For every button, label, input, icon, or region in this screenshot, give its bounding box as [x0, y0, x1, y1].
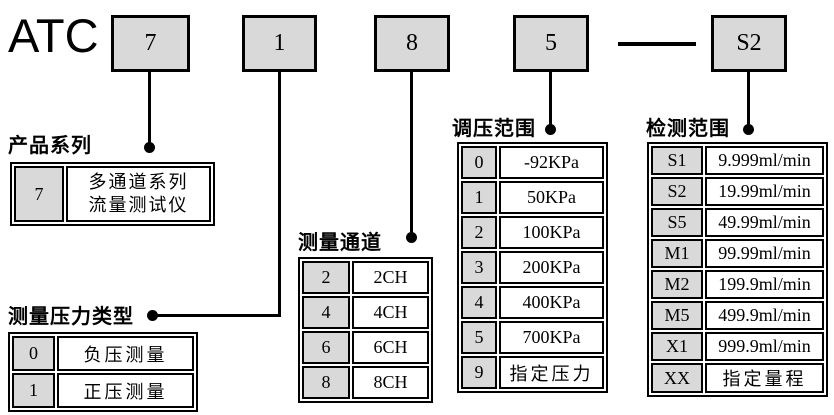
code-cell: 2	[461, 216, 497, 249]
section-title-pressure-type: 测量压力类型	[8, 306, 134, 328]
table-row: 3 200KPa	[461, 251, 604, 284]
table-row: 5 700KPa	[461, 321, 604, 354]
table-row: S2 19.99ml/min	[651, 177, 824, 206]
table-detect-range: S1 9.999ml/min S2 19.99ml/min S5 49.99ml…	[647, 142, 828, 397]
connector-dot-detect-range	[743, 124, 754, 135]
code-cell: S5	[651, 208, 703, 237]
table-row: S5 49.99ml/min	[651, 208, 824, 237]
table-row: 0 负压测量	[12, 336, 194, 371]
segment-box-pressure-type: 1	[242, 15, 317, 72]
table-pressure-type: 0 负压测量 1 正压测量	[8, 332, 198, 412]
desc-line-2: 流量测试仪	[88, 195, 189, 215]
desc-cell: 多通道系列 流量测试仪	[66, 166, 211, 222]
desc-cell: 999.9ml/min	[705, 332, 824, 361]
code-cell: 8	[302, 366, 350, 399]
code-cell: 3	[461, 251, 497, 284]
desc-cell: 700KPa	[499, 321, 604, 354]
connector-dot-pressure-type	[147, 310, 158, 321]
table-row: S1 9.999ml/min	[651, 146, 824, 175]
desc-cell: 9.999ml/min	[705, 146, 824, 175]
table-row: 7 多通道系列 流量测试仪	[14, 166, 211, 222]
segment-box-series: 7	[111, 15, 190, 72]
table-row: XX 指定量程	[651, 363, 824, 393]
section-title-detect-range: 检测范围	[646, 118, 730, 140]
code-cell: M2	[651, 270, 703, 299]
segment-box-pressure-range: 5	[513, 15, 589, 72]
segment-box-detect-range: S2	[711, 15, 787, 72]
connector-dot-pressure-range	[545, 124, 556, 135]
desc-cell: 400KPa	[499, 286, 604, 319]
code-cell: S1	[651, 146, 703, 175]
code-cell: M5	[651, 301, 703, 330]
connector-line-series	[148, 72, 151, 148]
desc-cell: 6CH	[352, 331, 429, 364]
table-row: 2 2CH	[302, 261, 429, 294]
segment-box-channels: 8	[374, 15, 450, 72]
desc-cell: 200KPa	[499, 251, 604, 284]
code-cell: S2	[651, 177, 703, 206]
desc-cell: 指定压力	[499, 356, 604, 389]
section-title-product-series: 产品系列	[8, 135, 92, 157]
desc-cell: 8CH	[352, 366, 429, 399]
code-cell: 4	[461, 286, 497, 319]
table-channels: 2 2CH 4 4CH 6 6CH 8 8CH	[298, 257, 433, 403]
code-cell: XX	[651, 363, 703, 393]
table-row: 1 50KPa	[461, 181, 604, 214]
code-cell: 6	[302, 331, 350, 364]
table-row: 0 -92KPa	[461, 146, 604, 179]
table-row: 9 指定压力	[461, 356, 604, 389]
code-cell: 1	[461, 181, 497, 214]
table-row: M5 499.9ml/min	[651, 301, 824, 330]
code-cell: 2	[302, 261, 350, 294]
desc-cell: 19.99ml/min	[705, 177, 824, 206]
table-row: 6 6CH	[302, 331, 429, 364]
table-row: X1 999.9ml/min	[651, 332, 824, 361]
desc-cell: 4CH	[352, 296, 429, 329]
table-row: 1 正压测量	[12, 373, 194, 408]
desc-cell: 2CH	[352, 261, 429, 294]
separator-dash	[618, 42, 696, 46]
connector-dot-channels	[406, 232, 417, 243]
connector-line-pressure-type-v	[278, 72, 281, 317]
table-pressure-range: 0 -92KPa 1 50KPa 2 100KPa 3 200KPa 4 400…	[457, 142, 608, 393]
code-cell: 4	[302, 296, 350, 329]
desc-line-1: 多通道系列	[88, 171, 189, 192]
desc-cell: 100KPa	[499, 216, 604, 249]
desc-cell: 199.9ml/min	[705, 270, 824, 299]
code-cell: 1	[12, 373, 55, 408]
connector-line-channels	[410, 72, 413, 238]
code-cell: 7	[14, 166, 64, 222]
connector-line-pressure-range	[549, 72, 552, 130]
desc-cell: 正压测量	[57, 373, 194, 408]
section-title-pressure-range: 调压范围	[452, 118, 536, 140]
code-cell: X1	[651, 332, 703, 361]
code-cell: M1	[651, 239, 703, 268]
desc-cell: 99.99ml/min	[705, 239, 824, 268]
connector-line-detect-range	[747, 72, 750, 130]
table-row: 8 8CH	[302, 366, 429, 399]
desc-cell: 499.9ml/min	[705, 301, 824, 330]
code-cell: 5	[461, 321, 497, 354]
connector-line-pressure-type-h	[152, 314, 281, 317]
desc-cell: 负压测量	[57, 336, 194, 371]
desc-cell: 49.99ml/min	[705, 208, 824, 237]
section-title-channels: 测量通道	[298, 232, 382, 254]
table-row: 4 400KPa	[461, 286, 604, 319]
connector-dot-series	[144, 142, 155, 153]
desc-cell: 指定量程	[705, 363, 824, 393]
brand-text: ATC	[8, 9, 99, 62]
table-row: 2 100KPa	[461, 216, 604, 249]
table-row: 4 4CH	[302, 296, 429, 329]
desc-cell: -92KPa	[499, 146, 604, 179]
code-cell: 0	[461, 146, 497, 179]
table-product-series: 7 多通道系列 流量测试仪	[10, 162, 215, 226]
desc-cell: 50KPa	[499, 181, 604, 214]
code-cell: 9	[461, 356, 497, 389]
table-row: M1 99.99ml/min	[651, 239, 824, 268]
code-cell: 0	[12, 336, 55, 371]
table-row: M2 199.9ml/min	[651, 270, 824, 299]
